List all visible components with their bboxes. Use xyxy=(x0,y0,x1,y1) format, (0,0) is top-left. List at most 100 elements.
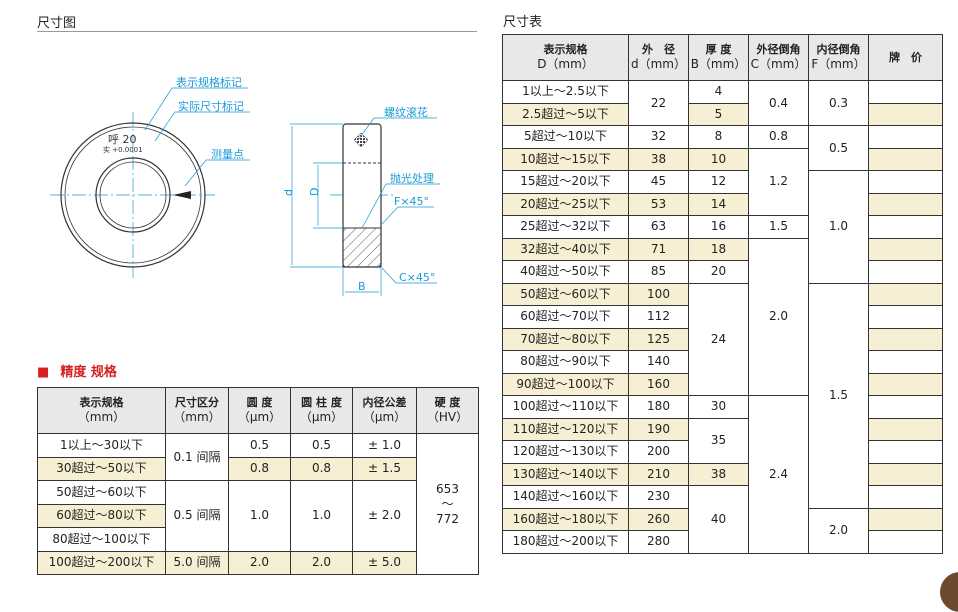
dimension-drawing-title: 尺寸图 xyxy=(37,16,77,31)
knurl-pattern xyxy=(353,132,369,148)
column-header: 圆 柱 度（μm） xyxy=(290,387,353,434)
table-cell: 40 xyxy=(688,485,749,554)
table-cell: 45 xyxy=(628,170,689,194)
table-cell xyxy=(868,80,943,104)
table-cell: 32超过～40以下 xyxy=(502,237,629,261)
table-cell xyxy=(868,215,943,239)
table-cell: 1.0 xyxy=(228,480,291,552)
table-cell: ± 1.5 xyxy=(352,456,417,481)
table-cell: 140超过～160以下 xyxy=(502,485,629,509)
table-cell: 40超过～50以下 xyxy=(502,260,629,284)
page-corner-decoration xyxy=(940,572,958,612)
table-cell: 2.0 xyxy=(290,550,353,575)
table-cell: 1.5 xyxy=(748,215,809,239)
precision-table: 表示规格（mm）尺寸区分（mm）圆 度（μm）圆 柱 度（μm）内径公差（μm）… xyxy=(37,387,479,575)
table-cell xyxy=(868,102,943,126)
table-cell: 0.5 xyxy=(290,433,353,458)
label-polish: 抛光处理 xyxy=(390,171,434,185)
table-cell xyxy=(868,327,943,351)
table-cell xyxy=(868,417,943,441)
table-cell: 2.0 xyxy=(228,550,291,575)
table-cell: 120超过～130以下 xyxy=(502,440,629,464)
table-cell: 100 xyxy=(628,282,689,306)
table-cell xyxy=(868,350,943,374)
nominal-mark: 呼 20 xyxy=(108,133,137,146)
table-cell: 0.5 xyxy=(808,125,869,171)
table-cell: 653 ～ 772 xyxy=(416,433,479,575)
table-cell: 15超过～20以下 xyxy=(502,170,629,194)
table-cell: 230 xyxy=(628,485,689,509)
label-measure-point: 测量点 xyxy=(211,148,244,161)
table-cell: 160 xyxy=(628,372,689,396)
label-knurl: 螺纹滚花 xyxy=(384,105,428,119)
table-cell: 210 xyxy=(628,462,689,486)
table-cell: 80超过～100以下 xyxy=(37,527,166,552)
table-cell xyxy=(868,170,943,194)
table-cell: 1.2 xyxy=(748,147,809,216)
table-cell: 10超过～15以下 xyxy=(502,147,629,171)
table-cell xyxy=(868,260,943,284)
table-row: 80超过～100以下 xyxy=(37,527,479,552)
table-cell: ± 5.0 xyxy=(352,550,417,575)
table-cell: 14 xyxy=(688,192,749,216)
table-cell: 0.1 间隔 xyxy=(165,433,229,481)
table-cell: 280 xyxy=(628,530,689,554)
dimension-drawing: 呼 20 实 +0.0001 表示规格标记 实际尺寸标记 测量点 螺纹滚花 抛光… xyxy=(50,75,440,296)
table-row: 60超过～80以下 xyxy=(37,503,479,528)
label-actual-mark: 实际尺寸标记 xyxy=(178,99,244,113)
table-cell: 200 xyxy=(628,440,689,464)
table-cell: 20超过～25以下 xyxy=(502,192,629,216)
table-cell: 70超过～80以下 xyxy=(502,327,629,351)
table-cell: 140 xyxy=(628,350,689,374)
table-cell: 32 xyxy=(628,125,689,149)
label-d: d xyxy=(282,189,295,196)
table-cell: 0.8 xyxy=(228,456,291,481)
table-cell: ± 1.0 xyxy=(352,433,417,458)
table-cell: 8 xyxy=(688,125,749,149)
table-cell: 1.0 xyxy=(808,170,869,284)
table-cell: 60超过～70以下 xyxy=(502,305,629,329)
table-cell: 24 xyxy=(688,282,749,396)
label-D: D xyxy=(308,188,321,196)
table-cell: 20 xyxy=(688,260,749,284)
table-cell: 90超过～100以下 xyxy=(502,372,629,396)
table-cell: 125 xyxy=(628,327,689,351)
table-cell: 1.0 xyxy=(290,480,353,552)
size-table-title: 尺寸表 xyxy=(503,15,543,30)
column-header: 表示规格（mm） xyxy=(37,387,166,434)
square-bullet-icon: ■ xyxy=(37,365,50,380)
table-cell: 2.0 xyxy=(748,237,809,396)
table-cell: 71 xyxy=(628,237,689,261)
table-cell: 100超过～110以下 xyxy=(502,395,629,419)
table-cell: 190 xyxy=(628,417,689,441)
table-cell: 18 xyxy=(688,237,749,261)
table-cell: 130超过～140以下 xyxy=(502,462,629,486)
table-cell xyxy=(868,192,943,216)
table-cell xyxy=(868,372,943,396)
table-cell: 35 xyxy=(688,417,749,464)
column-header: 圆 度（μm） xyxy=(228,387,291,434)
table-cell: 2.0 xyxy=(808,507,869,554)
table-cell: 85 xyxy=(628,260,689,284)
